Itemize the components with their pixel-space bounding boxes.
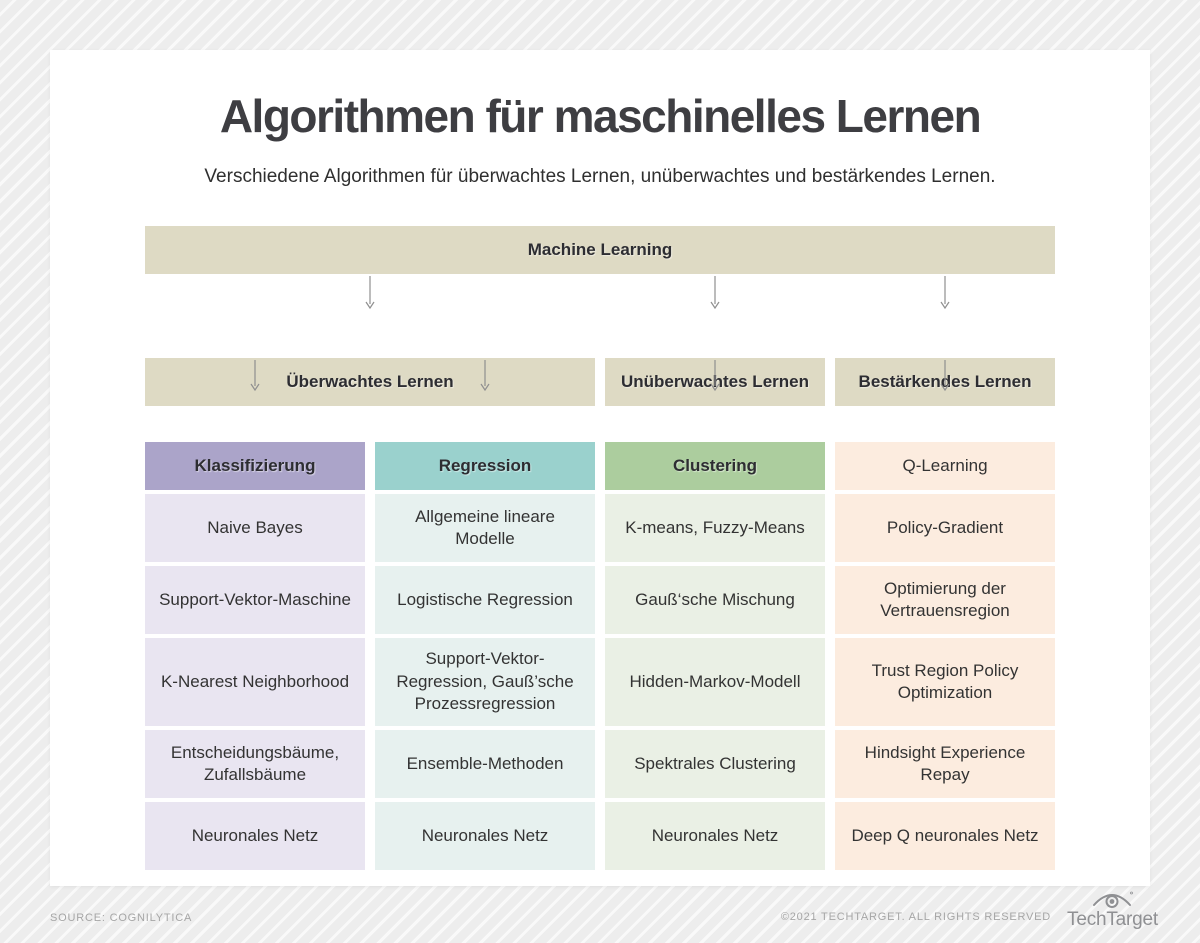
page-subtitle: Verschiedene Algorithmen für überwachtes… — [204, 166, 996, 188]
node-machine-learning: Machine Learning — [145, 226, 1055, 274]
list-item: Deep Q neuronales Netz — [835, 802, 1055, 870]
list-item: Neuronales Netz — [605, 802, 825, 870]
list-item: Gauß‘sche Mischung — [605, 566, 825, 634]
list-item: Naive Bayes — [145, 494, 365, 562]
list-item: Logistische Regression — [375, 566, 595, 634]
node-klassifizierung: Klassifizierung — [145, 442, 365, 490]
techtarget-wordmark: TechTarget — [1067, 909, 1158, 930]
algorithm-columns: Klassifizierung Naive Bayes Support-Vekt… — [145, 442, 1055, 870]
list-item: Support-Vektor-Maschine — [145, 566, 365, 634]
list-item: Ensemble-Methoden — [375, 730, 595, 798]
column-klassifizierung: Klassifizierung Naive Bayes Support-Vekt… — [145, 442, 365, 870]
page-title: Algorithmen für maschinelles Lernen — [219, 90, 982, 142]
list-item: Entscheidungsbäume, Zufallsbäume — [145, 730, 365, 798]
copyright-text: ©2021 TECHTARGET. ALL RIGHTS RESERVED — [780, 910, 1052, 923]
node-ueberwachtes-lernen: Überwachtes Lernen — [145, 358, 595, 406]
infographic-card: Algorithmen für maschinelles Lernen Vers… — [50, 50, 1150, 886]
list-item: Neuronales Netz — [375, 802, 595, 870]
node-regression: Regression — [375, 442, 595, 490]
ml-algorithm-tree: Machine Learning — [145, 226, 1055, 870]
list-item: K-Nearest Neighborhood — [145, 638, 365, 726]
list-item: Spektrales Clustering — [605, 730, 825, 798]
branch-row: Überwachtes Lernen Unüberwachtes Lernen … — [145, 358, 1055, 406]
list-item: Support-Vektor-Regression, Gauß’sche Pro… — [375, 638, 595, 726]
column-regression: Regression Allgemeine lineare Modelle Lo… — [375, 442, 595, 870]
list-item: K-means, Fuzzy-Means — [605, 494, 825, 562]
column-clustering: Clustering K-means, Fuzzy-Means Gauß‘sch… — [605, 442, 825, 870]
list-item: Trust Region Policy Optimization — [835, 638, 1055, 726]
list-item: Hindsight Experience Repay — [835, 730, 1055, 798]
footer-right: ©2021 TECHTARGET. ALL RIGHTS RESERVED Te… — [781, 890, 1158, 929]
list-item: Policy-Gradient — [835, 494, 1055, 562]
node-bestaerkendes-lernen: Bestärkendes Lernen — [835, 358, 1055, 406]
list-item: Neuronales Netz — [145, 802, 365, 870]
eye-icon — [1092, 891, 1133, 908]
node-q-learning: Q-Learning — [835, 442, 1055, 490]
list-item: Optimierung der Vertrauensregion — [835, 566, 1055, 634]
source-credit: SOURCE: COGNILYTICA — [50, 912, 193, 924]
node-unueberwachtes-lernen: Unüberwachtes Lernen — [605, 358, 825, 406]
list-item: Hidden-Markov-Modell — [605, 638, 825, 726]
techtarget-logo: TechTarget — [1067, 890, 1158, 929]
node-clustering: Clustering — [605, 442, 825, 490]
list-item: Allgemeine lineare Modelle — [375, 494, 595, 562]
column-q-learning: Q-Learning Policy-Gradient Optimierung d… — [835, 442, 1055, 870]
